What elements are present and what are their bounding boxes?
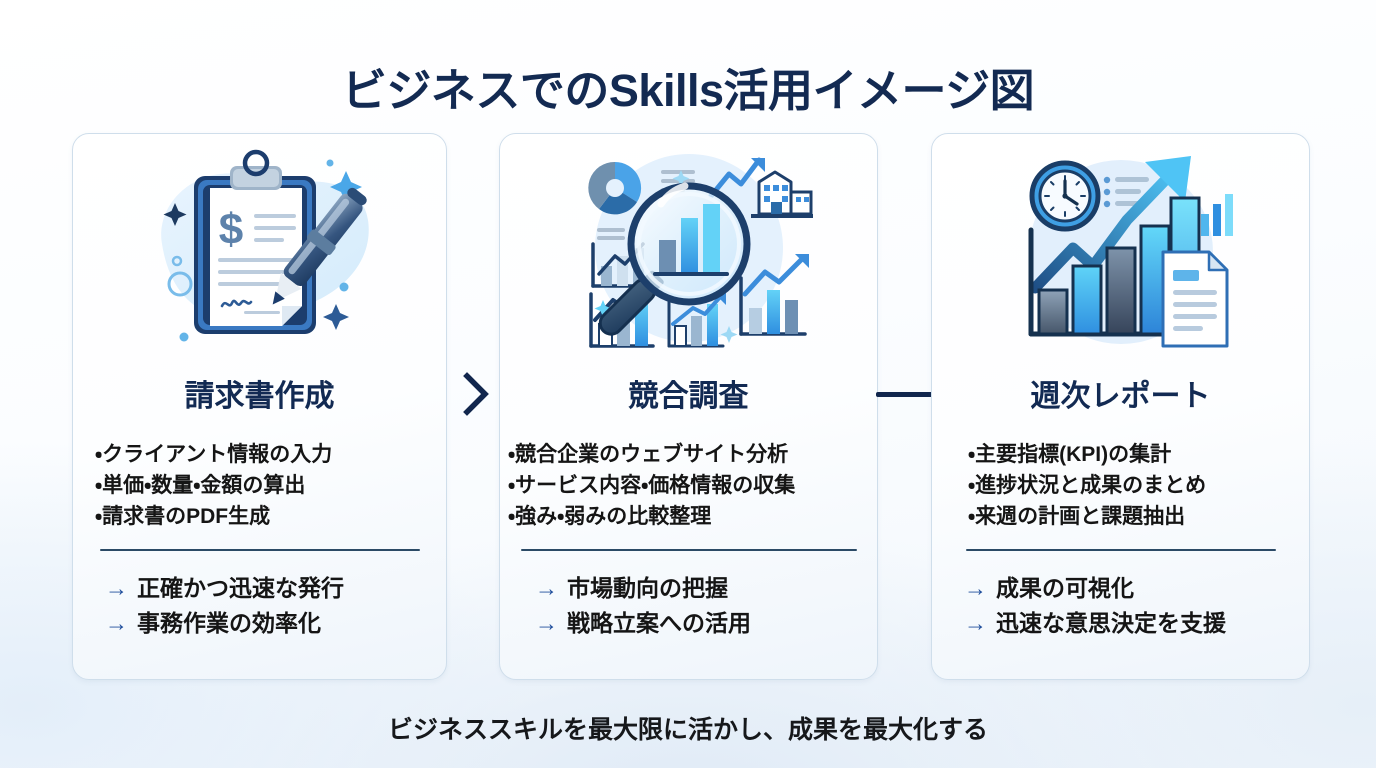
outcome-label: 成果の可視化 xyxy=(996,575,1134,602)
arrow-right-icon: → xyxy=(105,575,128,602)
outcome-item: → 市場動向の把握 xyxy=(535,571,877,606)
card-invoice-creation: $ xyxy=(72,133,447,680)
arrow-right-icon: → xyxy=(535,609,558,636)
card-heading: 請求書作成 xyxy=(184,380,335,413)
task-item: ・クライアント情報の入力 xyxy=(95,442,333,466)
outcome-list: → 正確かつ迅速な発行 → 事務作業の効率化 xyxy=(73,571,446,640)
task-item: ・強み・弱みの比較整理 xyxy=(508,504,712,528)
clipboard-invoice-pen-icon: $ xyxy=(73,148,446,353)
task-item: ・サービス内容・価格情報の収集 xyxy=(508,473,796,497)
task-item: ・単価・数量・金額の算出 xyxy=(95,473,306,497)
outcome-list: → 市場動向の把握 → 戦略立案への活用 xyxy=(500,571,877,640)
magnifier-charts-icon xyxy=(500,148,877,353)
arrow-right-icon: → xyxy=(964,609,987,636)
task-list: ・クライアント情報の入力 ・単価・数量・金額の算出 ・請求書のPDF生成 xyxy=(73,440,446,533)
outcome-label: 事務作業の効率化 xyxy=(137,609,321,636)
card-heading: 週次レポート xyxy=(1030,380,1211,413)
arrow-right-icon: → xyxy=(964,575,987,602)
outcome-label: 迅速な意思決定を支援 xyxy=(996,609,1226,636)
page-title: ビジネスでのSkills活用イメージ図 xyxy=(341,65,1035,117)
footer-caption: ビジネススキルを最大限に活かし、成果を最大化する xyxy=(387,716,988,744)
card-divider xyxy=(520,549,857,552)
outcome-item: → 事務作業の効率化 xyxy=(105,606,446,641)
task-item: ・主要指標(KPI)の集計 xyxy=(968,442,1172,466)
growth-chart-clock-document-icon xyxy=(932,148,1309,353)
card-heading: 競合調査 xyxy=(628,380,749,413)
outcome-list: → 成果の可視化 → 迅速な意思決定を支援 xyxy=(932,571,1309,640)
outcome-label: 正確かつ迅速な発行 xyxy=(137,575,344,602)
outcome-item: → 成果の可視化 xyxy=(964,571,1309,606)
card-divider xyxy=(99,549,420,552)
chevron-right-icon xyxy=(455,370,495,418)
outcome-item: → 迅速な意思決定を支援 xyxy=(964,606,1309,641)
arrow-right-icon: → xyxy=(535,575,558,602)
task-list: ・主要指標(KPI)の集計 ・進捗状況と成果のまとめ ・来週の計画と課題抽出 xyxy=(932,440,1309,533)
svg-text:$: $ xyxy=(218,205,242,254)
outcome-label: 戦略立案への活用 xyxy=(567,609,751,636)
outcome-item: → 正確かつ迅速な発行 xyxy=(105,571,446,606)
task-item: ・請求書のPDF生成 xyxy=(95,504,271,528)
outcome-item: → 戦略立案への活用 xyxy=(535,606,877,641)
line-connector xyxy=(876,392,960,397)
outcome-label: 市場動向の把握 xyxy=(567,575,728,602)
task-item: ・競合企業のウェブサイト分析 xyxy=(508,442,789,466)
card-competitor-research: 競合調査 ・競合企業のウェブサイト分析 ・サービス内容・価格情報の収集 ・強み・… xyxy=(499,133,878,680)
arrow-right-icon: → xyxy=(105,609,128,636)
task-item: ・来週の計画と課題抽出 xyxy=(968,504,1186,528)
card-weekly-report: 週次レポート ・主要指標(KPI)の集計 ・進捗状況と成果のまとめ ・来週の計画… xyxy=(931,133,1310,680)
card-divider xyxy=(965,549,1276,552)
task-item: ・進捗状況と成果のまとめ xyxy=(968,473,1207,497)
task-list: ・競合企業のウェブサイト分析 ・サービス内容・価格情報の収集 ・強み・弱みの比較… xyxy=(500,440,877,533)
